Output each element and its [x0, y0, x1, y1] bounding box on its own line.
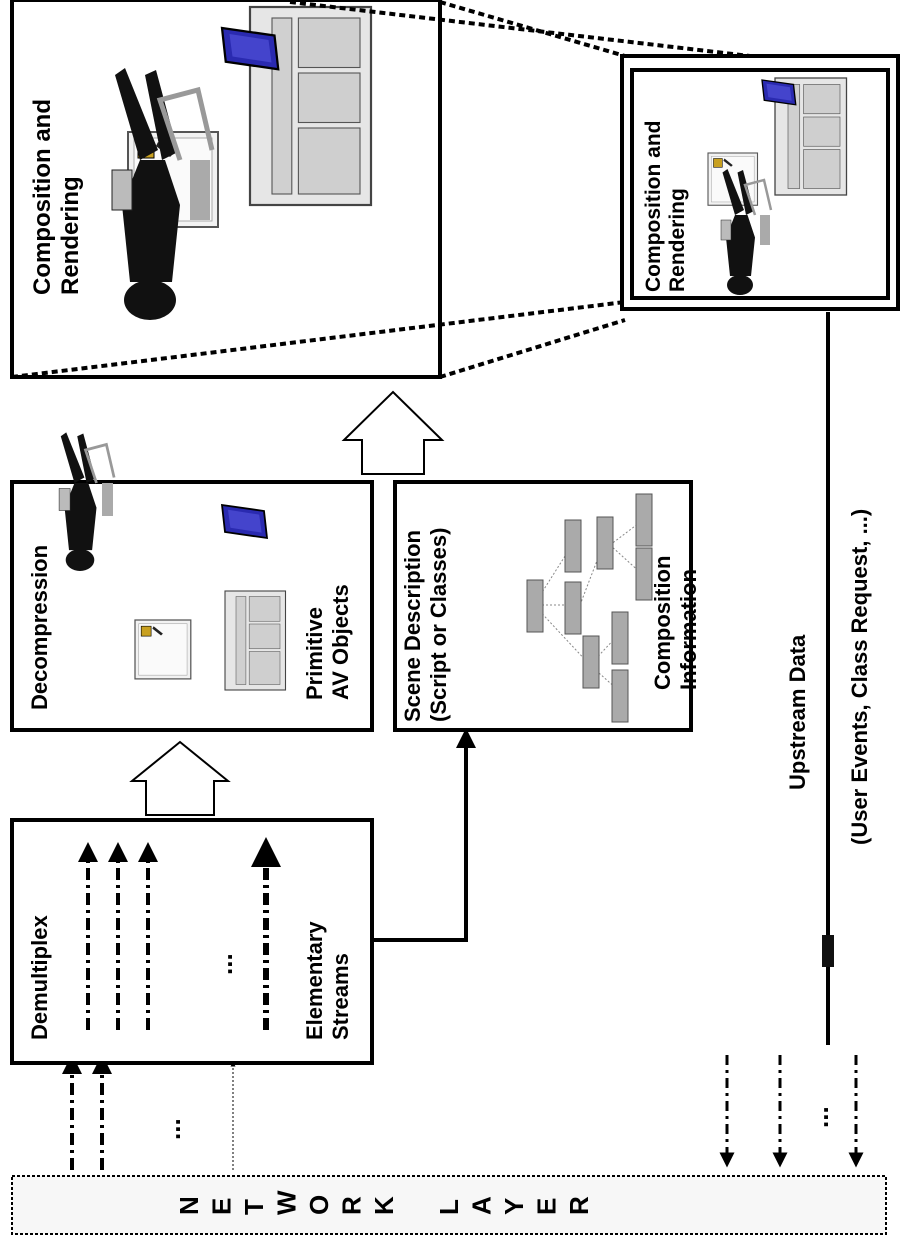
composition-rendering-small-inner: [630, 68, 890, 300]
demux-stream-arrows: [78, 837, 281, 1030]
demux-streams-label: Elementary Streams: [302, 915, 353, 1040]
decompression-box: [10, 480, 374, 732]
network-layer-letter: E: [207, 1198, 237, 1215]
scene-node: [526, 579, 544, 633]
upstream-data-label: Upstream Data (User Events, Class Reques…: [785, 509, 872, 845]
composition-info-label: Composition Information: [650, 549, 701, 690]
decompression-objects-label: Primitive AV Objects: [302, 584, 353, 700]
big-monitor-figure: [220, 26, 280, 71]
network-layer-letter: R: [564, 1196, 594, 1215]
network-layer-box: [11, 1175, 887, 1235]
upstream-network-arrows: [719, 1055, 864, 1168]
upstream-data-connector: [822, 935, 834, 967]
network-layer-letter: A: [467, 1196, 497, 1215]
network-layer-letter: L: [434, 1199, 464, 1215]
network-layer-letter: O: [304, 1195, 334, 1215]
network-layer-letter: K: [369, 1196, 399, 1215]
decomp-monitor-figure: [221, 504, 268, 539]
small-monitor-figure: [761, 79, 797, 106]
scene-node: [611, 611, 629, 665]
decompression-title: Decompression: [27, 545, 52, 710]
network-layer-letter: N: [174, 1196, 204, 1215]
network-layer-letter: E: [532, 1198, 562, 1215]
network-layer-letter: T: [239, 1199, 269, 1215]
composition-small-title: Composition and Rendering: [642, 115, 689, 292]
demux-to-scene-connector: [372, 728, 476, 942]
scene-node: [596, 516, 614, 570]
downstream-arrows: [62, 1054, 112, 1170]
scene-node: [611, 669, 629, 723]
scene-node: [582, 635, 600, 689]
network-layer-letter: Y: [499, 1198, 529, 1215]
to-composition-arrow: [341, 390, 445, 475]
composition-rendering-small-box: [620, 54, 900, 311]
scene-node: [564, 519, 582, 573]
composition-big-title: Composition and Rendering: [29, 92, 84, 295]
demux-title: Demultiplex: [27, 915, 52, 1040]
upstream-ellipsis: ...: [804, 1106, 834, 1128]
scene-node: [564, 581, 582, 635]
scene-description-title: Scene Description (Script or Classes): [400, 524, 451, 722]
decomp-tvbox-figure: [134, 619, 192, 680]
demux-box: [10, 818, 374, 1065]
network-layer-letter: W: [272, 1190, 302, 1215]
scene-node: [635, 493, 653, 547]
network-layer-letter: R: [337, 1196, 367, 1215]
scene-tree: [526, 493, 653, 723]
downstream-ellipsis: ...: [156, 1118, 186, 1140]
decomp-desk-figure: [224, 590, 287, 691]
scene-node: [635, 547, 653, 601]
demux-ellipsis: ...: [208, 953, 238, 975]
demux-to-decompression-arrow: [129, 740, 231, 816]
